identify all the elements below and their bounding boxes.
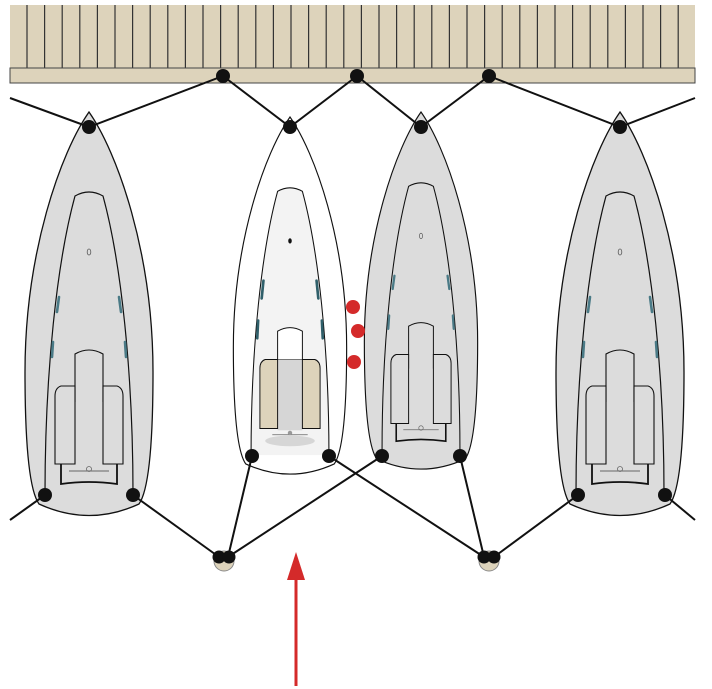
fenders xyxy=(346,300,365,369)
boat-1 xyxy=(23,110,155,517)
boat-4 xyxy=(554,110,686,517)
boat-3 xyxy=(363,110,479,471)
boat-2-highlighted xyxy=(232,115,348,475)
cockpit-seat-right xyxy=(301,359,321,430)
approach-arrow xyxy=(287,552,305,686)
cockpit-seat-left xyxy=(259,359,279,430)
cleats xyxy=(38,69,672,502)
buoy-right xyxy=(477,550,501,572)
buoy-left xyxy=(212,550,236,572)
